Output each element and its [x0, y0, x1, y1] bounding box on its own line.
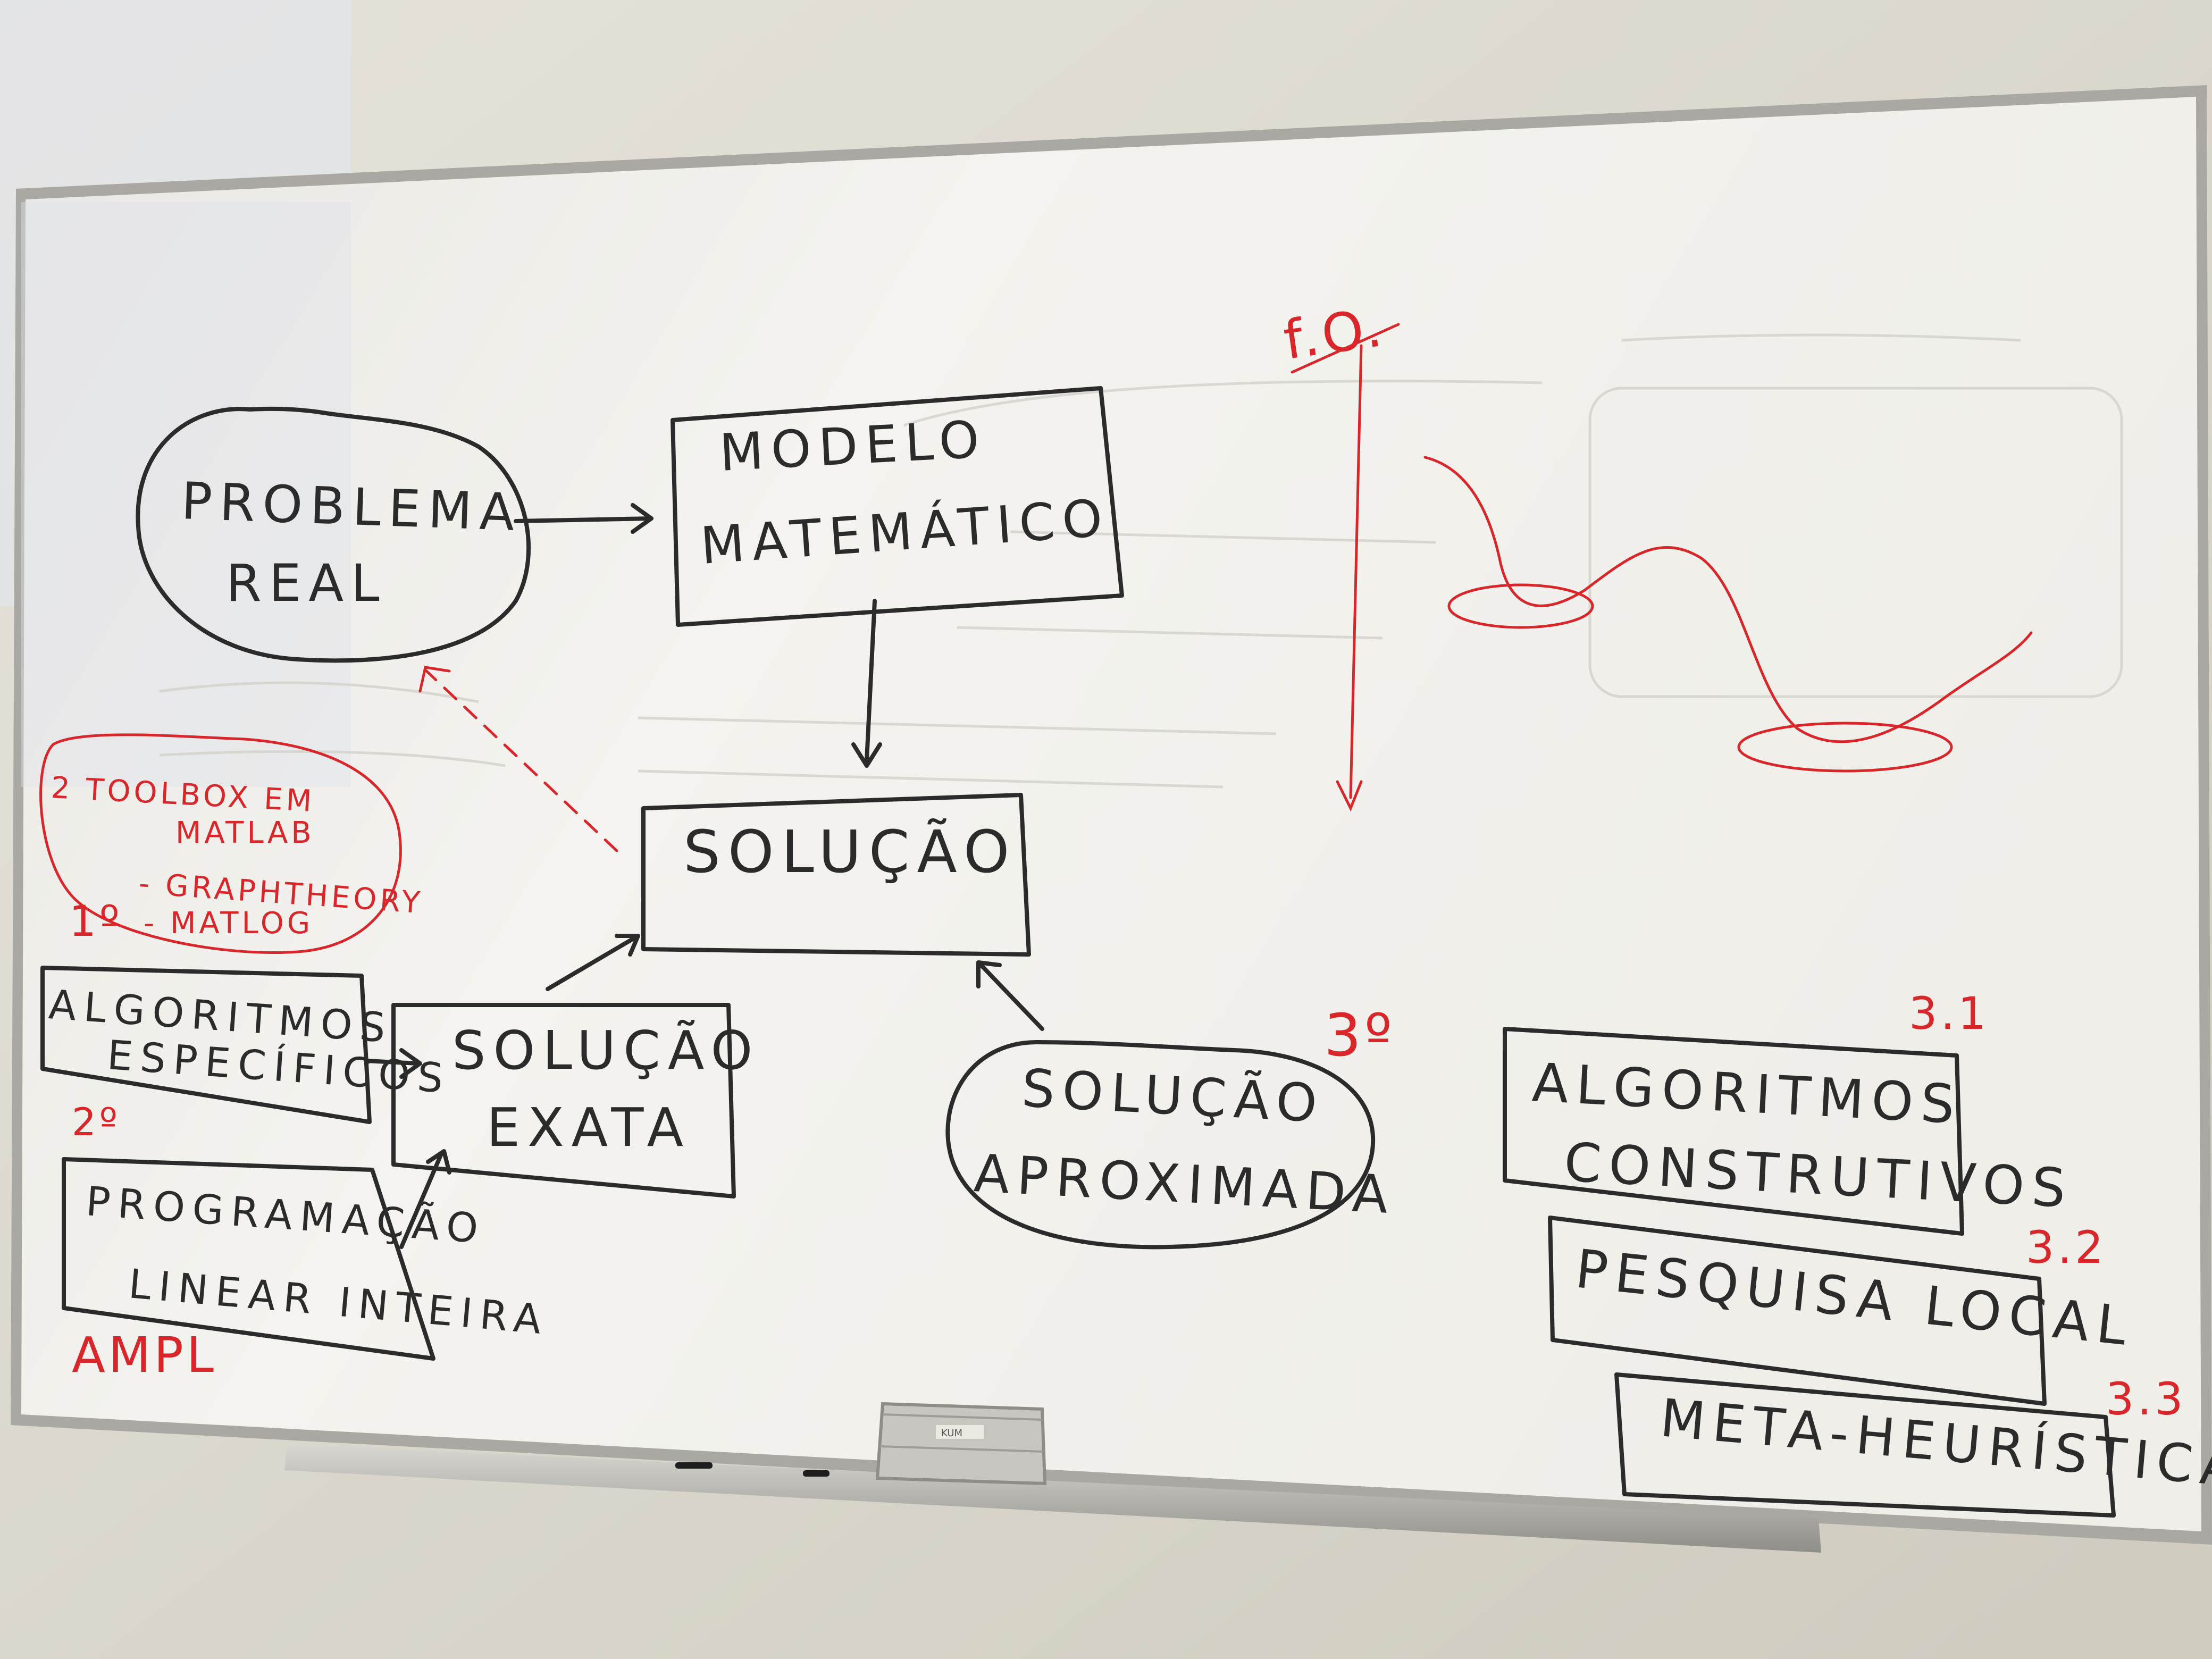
solucao-exata-box — [391, 1003, 736, 1199]
fo-underline — [1291, 323, 1400, 374]
arrow-modelo-to-solucao — [851, 599, 882, 768]
modelo-label: MODELO — [718, 409, 988, 483]
third-mark: 3º — [1324, 1001, 1395, 1069]
board-surface — [21, 97, 2201, 1531]
dashed-feedback-arrow — [424, 668, 618, 852]
fo-label: f.O. — [1280, 296, 1389, 371]
eraser-label: KUM — [941, 1428, 962, 1439]
real-label: REAL — [226, 554, 387, 613]
left-glare — [21, 202, 351, 787]
solucao-aproximada-cloud — [945, 1040, 1375, 1250]
programacao-box — [62, 1157, 435, 1361]
dashed-arrow-head — [418, 666, 451, 693]
first-mark: 1º — [69, 896, 123, 946]
markers — [675, 1462, 830, 1477]
local-min-circle-1 — [1447, 583, 1594, 629]
solucao-exata-label-1: SOLUÇÃO — [452, 1019, 760, 1082]
arrow-problema-to-modelo — [514, 503, 653, 534]
note-3-1: 3.1 — [1909, 987, 1990, 1040]
fo-axis-head — [1336, 780, 1363, 812]
toolbox-line-4: - MATLOG — [144, 906, 313, 941]
fo-axis — [1349, 344, 1363, 799]
toolbox-line-2: MATLAB — [175, 816, 315, 850]
toolbox-cloud — [39, 733, 402, 954]
modelo-box — [671, 386, 1124, 627]
arrow-aproximada-to-solucao — [976, 960, 1044, 1031]
ampl-label: AMPL — [72, 1327, 217, 1384]
ghost-writing — [159, 333, 2123, 789]
marker-tray — [284, 1444, 1821, 1553]
arrow-exata-to-solucao — [546, 934, 640, 991]
objective-curve — [1423, 456, 2033, 743]
arrow-algoritmos-to-exata — [365, 1048, 422, 1079]
problema-label: PROBLEMA — [180, 471, 523, 542]
algoritmos-especificos-box — [40, 966, 372, 1124]
algoritmos-construtivos-box — [1503, 1027, 1964, 1236]
eraser: KUM — [875, 1402, 1047, 1486]
solucao-label: SOLUÇÃO — [683, 817, 1017, 886]
solucao-box — [641, 793, 1031, 957]
note-3-3: 3.3 — [2106, 1373, 2186, 1425]
solucao-exata-label-2: EXATA — [487, 1096, 691, 1159]
arrow-programacao-to-exata — [399, 1149, 451, 1249]
problema-real-cloud — [136, 406, 531, 663]
local-min-circle-2 — [1737, 722, 1953, 773]
meta-heuristica-box — [1614, 1372, 2116, 1518]
pesquisa-local-box — [1548, 1216, 2047, 1406]
second-mark: 2º — [72, 1100, 121, 1144]
note-3-2: 3.2 — [2026, 1221, 2107, 1273]
